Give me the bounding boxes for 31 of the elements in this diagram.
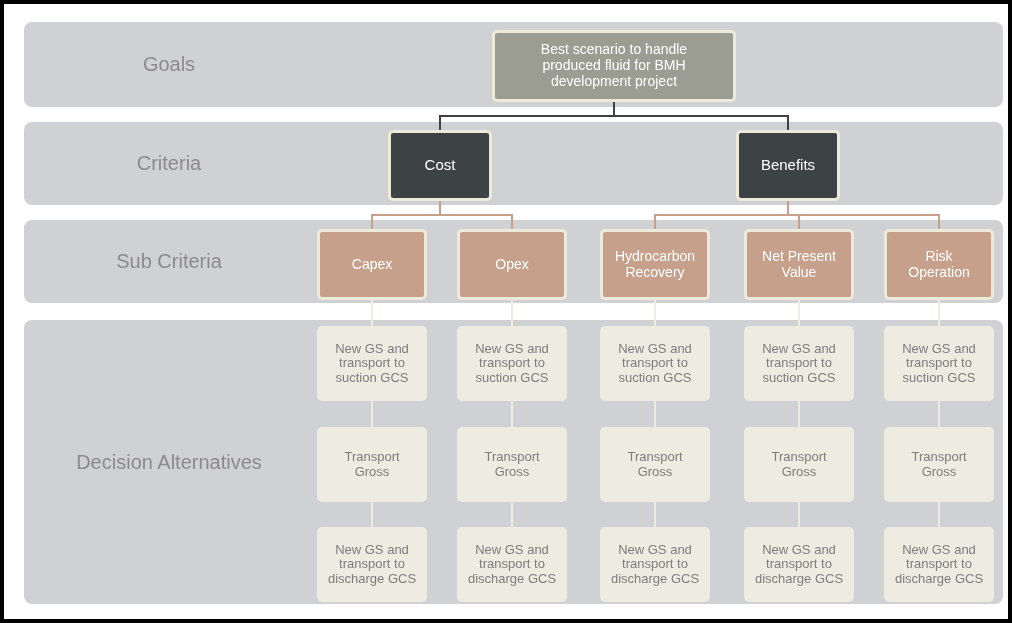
alternative-box: New GS and transport to discharge GCS [600, 527, 710, 602]
criterion-box: Cost [388, 130, 492, 201]
alternative-box: New GS and transport to suction GCS [744, 326, 854, 401]
alternative-box: New GS and transport to suction GCS [600, 326, 710, 401]
alternative-box: Transport Gross [317, 427, 427, 502]
row-band [24, 220, 1003, 303]
goal-box: Best scenario to handle produced fluid for BMH development project [492, 30, 736, 102]
alternative-box: New GS and transport to suction GCS [457, 326, 567, 401]
alternative-box: Transport Gross [600, 427, 710, 502]
sub-criterion-box: Risk Operation [884, 229, 994, 300]
row-band [24, 122, 1003, 205]
alternative-box: New GS and transport to suction GCS [317, 326, 427, 401]
row-band [24, 320, 1003, 604]
alternative-box: New GS and transport to discharge GCS [457, 527, 567, 602]
alternative-box: Transport Gross [884, 427, 994, 502]
alternative-box: New GS and transport to suction GCS [884, 326, 994, 401]
level-label: Sub Criteria [115, 250, 223, 273]
level-label: Decision Alternatives [75, 450, 263, 474]
sub-criterion-box: Hydrocarbon Recovery [600, 229, 710, 300]
sub-criterion-box: Opex [457, 229, 567, 300]
alternative-box: Transport Gross [744, 427, 854, 502]
sub-criterion-box: Net Present Value [744, 229, 854, 300]
level-label: Goals [141, 53, 197, 76]
alternative-box: New GS and transport to discharge GCS [317, 527, 427, 602]
row-band [24, 22, 1003, 107]
alternative-box: New GS and transport to discharge GCS [884, 527, 994, 602]
level-label: Criteria [135, 152, 203, 175]
alternative-box: New GS and transport to discharge GCS [744, 527, 854, 602]
alternative-box: Transport Gross [457, 427, 567, 502]
sub-criterion-box: Capex [317, 229, 427, 300]
criterion-box: Benefits [736, 130, 840, 201]
